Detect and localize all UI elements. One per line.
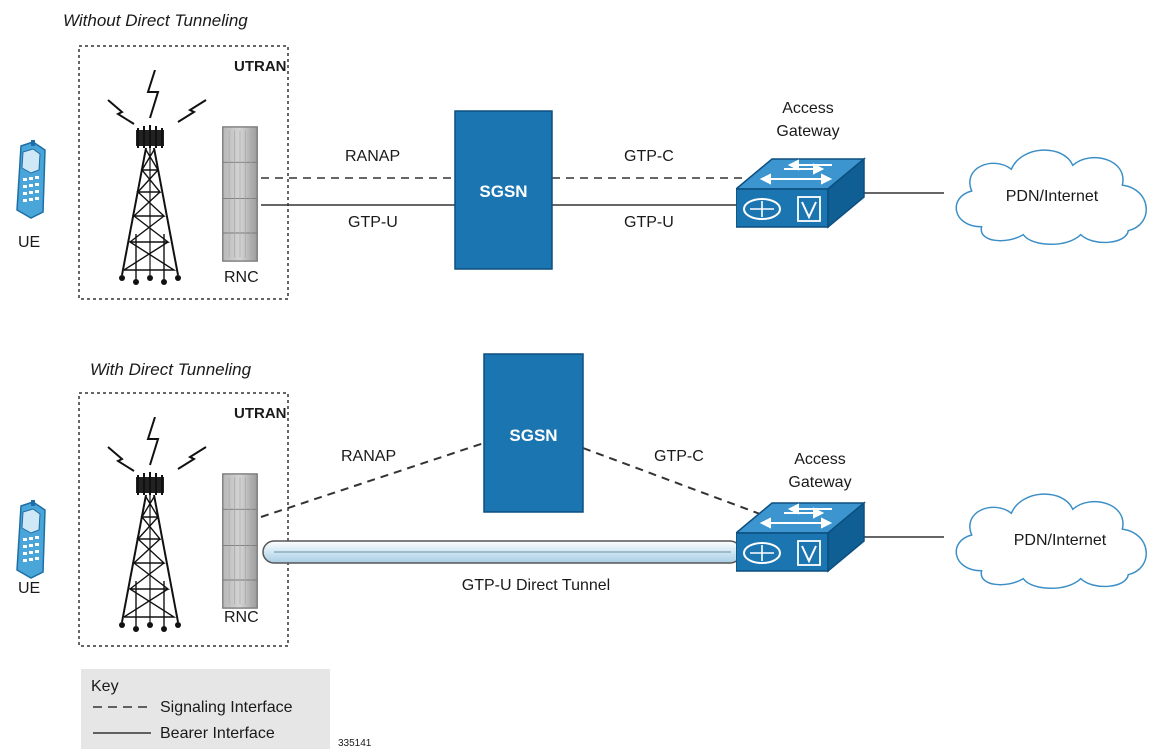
gateway-label-line2: Gateway [788,474,851,491]
sgsn-node [454,110,553,270]
utran-boundary [78,392,289,647]
gateway-label-line1: Access [794,451,846,468]
legend-key: Key Signaling Interface Bearer Interface [81,669,330,749]
gateway-label-line1: Access [782,100,834,117]
key-background [81,669,330,749]
utran-label: UTRAN [234,58,287,75]
direct-tunnel-label: GTP-U Direct Tunnel [462,577,610,594]
sgsn-label: SGSN [479,182,527,201]
key-bearer-label: Bearer Interface [160,725,275,742]
cell-tower-icon [107,70,207,286]
utran-label: UTRAN [234,405,287,422]
gateway-label-line2: Gateway [776,123,839,140]
rnc-label: RNC [224,609,259,626]
section-with-direct-tunneling: With Direct Tunneling UTRAN RNC UE RANAP… [16,353,1147,647]
gtpc-label: GTP-C [624,148,674,165]
pdn-label: PDN/Internet [1006,188,1099,205]
cell-tower-icon [107,417,207,633]
utran-boundary [78,45,289,300]
rnc-icon [221,126,259,262]
pdn-label: PDN/Internet [1014,532,1107,549]
document-id: 335141 [338,738,372,749]
section-without-direct-tunneling: Without Direct Tunneling UTRAN RNC UE RA… [16,11,1147,300]
ue-phone-icon [16,500,46,579]
sgsn-node [483,353,584,513]
gtpu-label-left: GTP-U [348,214,398,231]
section-title: Without Direct Tunneling [63,11,248,30]
ue-label: UE [18,580,40,597]
ranap-label: RANAP [341,448,396,465]
gtpu-label-right: GTP-U [624,214,674,231]
section-title: With Direct Tunneling [90,360,252,379]
rnc-icon [221,473,259,609]
sgsn-label: SGSN [509,426,557,445]
access-gateway-icon [736,158,865,228]
rnc-label: RNC [224,269,259,286]
gtpc-link [582,447,761,515]
ranap-label: RANAP [345,148,400,165]
ranap-link [260,442,485,518]
ue-phone-icon [16,140,46,219]
key-signaling-label: Signaling Interface [160,699,293,716]
gtpc-label: GTP-C [654,448,704,465]
key-title: Key [91,678,119,695]
ue-label: UE [18,234,40,251]
